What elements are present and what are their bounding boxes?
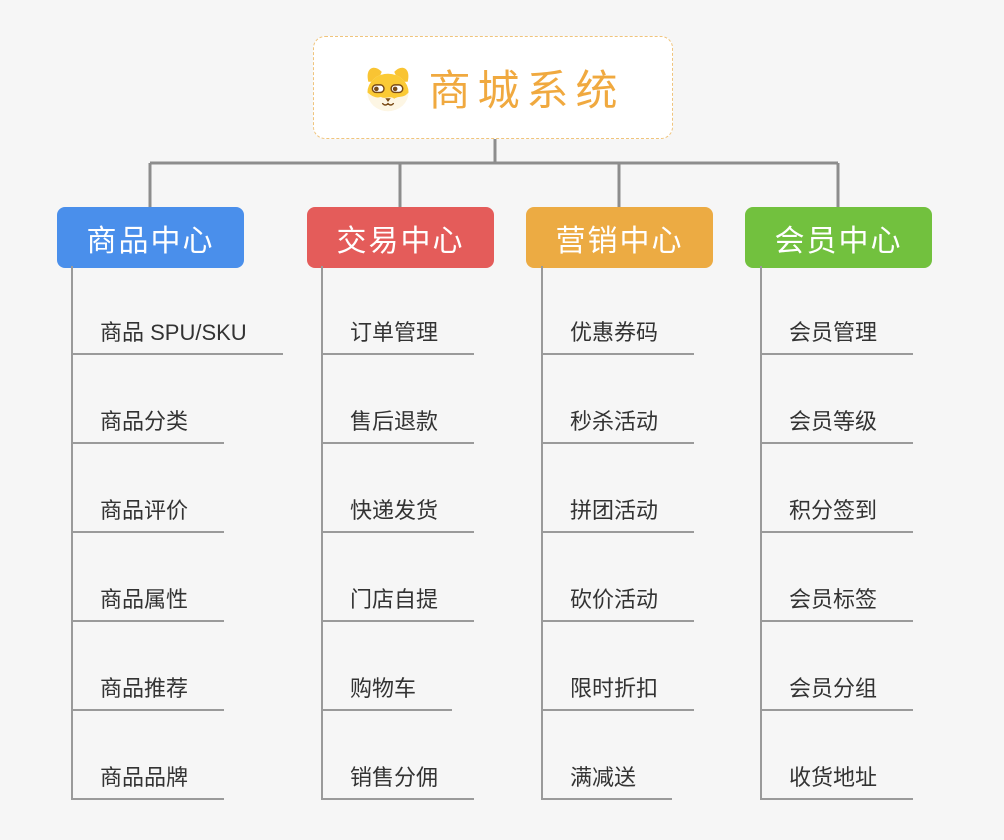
leaf-node: 砍价活动 xyxy=(543,533,695,622)
leaf-node: 积分签到 xyxy=(762,444,914,533)
leaf-node-label[interactable]: 商品品牌 xyxy=(73,762,225,800)
leaf-node-label[interactable]: 销售分佣 xyxy=(323,762,475,800)
root-node[interactable]: 商城系统 xyxy=(313,36,673,139)
leaf-node-label[interactable]: 砍价活动 xyxy=(543,584,695,622)
leaf-node-label[interactable]: 购物车 xyxy=(323,673,453,711)
leaf-node: 秒杀活动 xyxy=(543,355,695,444)
leaf-node: 商品属性 xyxy=(73,533,283,622)
leaf-node-label[interactable]: 门店自提 xyxy=(323,584,475,622)
leaf-node-label[interactable]: 收货地址 xyxy=(762,762,914,800)
leaf-node: 满减送 xyxy=(543,711,694,800)
leaf-node-label[interactable]: 会员标签 xyxy=(762,584,914,622)
branch-children-product: 商品 SPU/SKU 商品分类 商品评价 商品属性 商品推荐 商品品牌 xyxy=(71,266,283,800)
leaf-node-label[interactable]: 秒杀活动 xyxy=(543,406,695,444)
leaf-node-label[interactable]: 商品 SPU/SKU xyxy=(73,317,283,355)
branch-node-trade-center[interactable]: 交易中心 xyxy=(307,207,494,268)
branch-children-member: 会员管理 会员等级 积分签到 会员标签 会员分组 收货地址 xyxy=(760,266,914,800)
branch-node-product-center[interactable]: 商品中心 xyxy=(57,207,244,268)
leaf-node-label[interactable]: 限时折扣 xyxy=(543,673,695,711)
leaf-node: 订单管理 xyxy=(323,266,475,355)
leaf-node: 拼团活动 xyxy=(543,444,695,533)
leaf-node-label[interactable]: 快递发货 xyxy=(323,495,475,533)
leaf-node-label[interactable]: 商品属性 xyxy=(73,584,225,622)
leaf-node: 会员标签 xyxy=(762,533,914,622)
leaf-node-label[interactable]: 订单管理 xyxy=(323,317,475,355)
leaf-node: 会员等级 xyxy=(762,355,914,444)
leaf-node-label[interactable]: 商品推荐 xyxy=(73,673,225,711)
leaf-node: 商品 SPU/SKU xyxy=(73,266,283,355)
leaf-node-label[interactable]: 会员分组 xyxy=(762,673,914,711)
leaf-node: 限时折扣 xyxy=(543,622,695,711)
branch-node-member-center[interactable]: 会员中心 xyxy=(745,207,932,268)
leaf-node: 优惠券码 xyxy=(543,266,695,355)
leaf-node-label[interactable]: 积分签到 xyxy=(762,495,914,533)
leaf-node-label[interactable]: 优惠券码 xyxy=(543,317,695,355)
branch-children-trade: 订单管理 售后退款 快递发货 门店自提 购物车 销售分佣 xyxy=(321,266,475,800)
leaf-node-label[interactable]: 售后退款 xyxy=(323,406,475,444)
leaf-node: 门店自提 xyxy=(323,533,475,622)
leaf-node: 快递发货 xyxy=(323,444,475,533)
leaf-node-label[interactable]: 拼团活动 xyxy=(543,495,695,533)
leaf-node: 会员管理 xyxy=(762,266,914,355)
leaf-node: 购物车 xyxy=(323,622,474,711)
leaf-node: 销售分佣 xyxy=(323,711,475,800)
leaf-node: 商品评价 xyxy=(73,444,283,533)
leaf-node-label[interactable]: 商品评价 xyxy=(73,495,225,533)
branch-node-marketing-center[interactable]: 营销中心 xyxy=(526,207,713,268)
leaf-node: 收货地址 xyxy=(762,711,914,800)
leaf-node: 售后退款 xyxy=(323,355,475,444)
leaf-node-label[interactable]: 会员等级 xyxy=(762,406,914,444)
leaf-node-label[interactable]: 满减送 xyxy=(543,762,673,800)
branch-children-marketing: 优惠券码 秒杀活动 拼团活动 砍价活动 限时折扣 满减送 xyxy=(541,266,695,800)
dog-icon xyxy=(361,63,415,113)
leaf-node: 商品品牌 xyxy=(73,711,283,800)
leaf-node: 会员分组 xyxy=(762,622,914,711)
leaf-node-label[interactable]: 商品分类 xyxy=(73,406,225,444)
leaf-node: 商品推荐 xyxy=(73,622,283,711)
leaf-node: 商品分类 xyxy=(73,355,283,444)
root-title: 商城系统 xyxy=(428,67,625,114)
leaf-node-label[interactable]: 会员管理 xyxy=(762,317,914,355)
